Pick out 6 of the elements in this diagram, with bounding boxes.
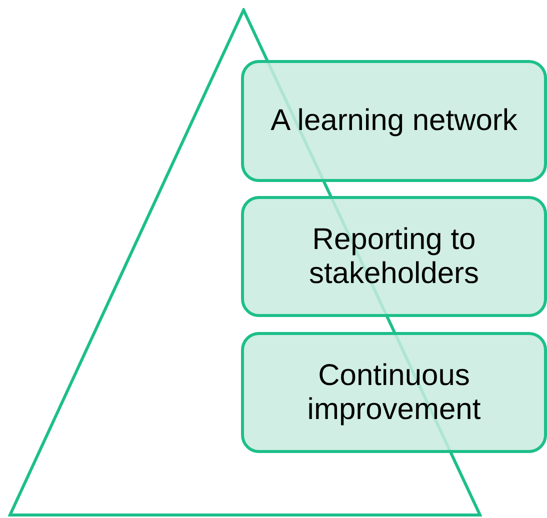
box-label: A learning network [270, 104, 518, 138]
box-label: Reporting to stakeholders [308, 222, 480, 290]
text-box [241, 196, 547, 317]
box-label: Continuous improvement [306, 358, 482, 426]
text-box [241, 332, 547, 453]
text-box [241, 60, 547, 182]
